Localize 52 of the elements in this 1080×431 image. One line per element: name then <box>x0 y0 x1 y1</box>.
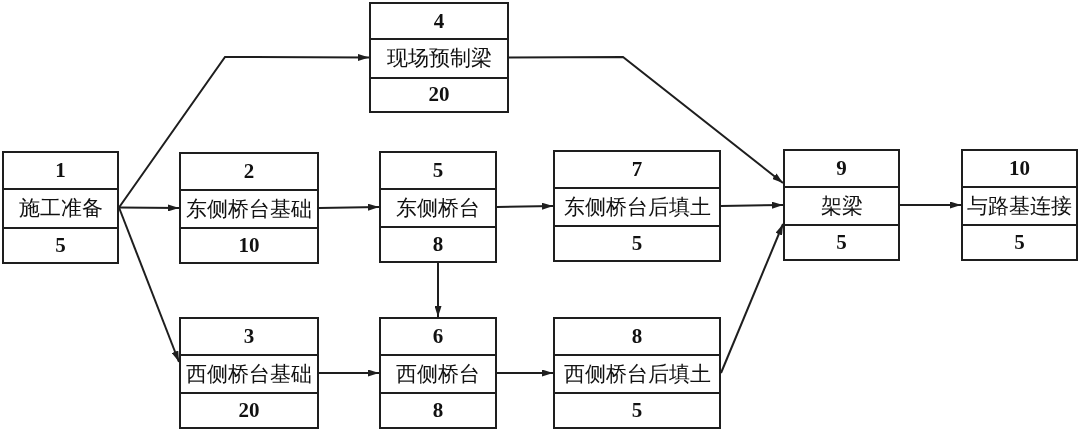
activity-name: 西侧桥台 <box>396 362 480 385</box>
activity-box <box>553 150 721 262</box>
arrow <box>118 53 370 209</box>
arrow <box>318 369 380 377</box>
activity-number: 2 <box>243 160 255 182</box>
activity-name: 东侧桥台后填土 <box>563 195 711 218</box>
activity-box <box>369 2 509 113</box>
activity-duration: 5 <box>1014 232 1025 254</box>
activity-number: 7 <box>631 158 643 180</box>
arrow <box>720 223 784 374</box>
activity-duration: 8 <box>432 234 444 256</box>
activity-number: 6 <box>432 325 444 347</box>
activity-name: 东侧桥台 <box>396 196 480 219</box>
activity-name: 与路基连接 <box>967 194 1072 217</box>
arrow <box>318 203 380 211</box>
activity-box <box>179 152 319 264</box>
activity-box <box>379 151 497 263</box>
activity-name: 西侧桥台基础 <box>186 362 312 385</box>
activity-number: 5 <box>432 159 444 181</box>
arrow <box>899 201 962 209</box>
activity-box <box>553 317 721 429</box>
arrow <box>118 206 180 363</box>
activity-duration: 5 <box>836 232 847 254</box>
activity-name: 西侧桥台后填土 <box>563 362 711 385</box>
activity-duration: 5 <box>631 400 643 422</box>
activity-name: 东侧桥台基础 <box>186 197 312 220</box>
activity-duration: 5 <box>631 233 643 255</box>
activity-duration: 10 <box>238 235 260 257</box>
activity-box <box>783 149 900 261</box>
arrow <box>434 262 442 318</box>
activity-box <box>961 149 1078 261</box>
activity-duration: 8 <box>432 400 444 422</box>
activity-number: 1 <box>55 159 66 181</box>
activity-box <box>2 151 119 264</box>
activity-duration: 20 <box>428 84 450 106</box>
activity-name: 施工准备 <box>18 197 103 220</box>
activity-number: 4 <box>433 10 445 32</box>
activity-number: 10 <box>1009 157 1030 179</box>
arrow <box>118 204 180 212</box>
activity-number: 8 <box>631 325 643 347</box>
activity-duration: 5 <box>55 235 66 257</box>
activity-name: 现场预制梁 <box>386 47 492 70</box>
arrow <box>720 201 784 209</box>
arrow <box>508 56 784 184</box>
activity-box <box>179 317 319 429</box>
arrow <box>496 369 554 377</box>
activity-number: 3 <box>243 325 255 347</box>
activity-duration: 20 <box>238 400 260 422</box>
activity-name: 架梁 <box>820 194 863 217</box>
arrow <box>496 202 554 210</box>
activity-number: 9 <box>836 157 847 179</box>
activity-box <box>379 317 497 429</box>
